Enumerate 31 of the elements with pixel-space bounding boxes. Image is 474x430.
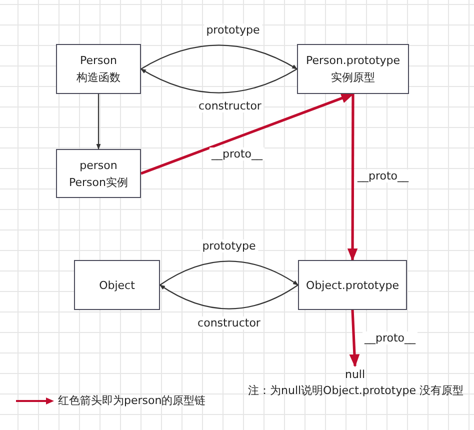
arrow (349, 310, 360, 368)
arrow (96, 94, 101, 150)
class-box (297, 44, 409, 94)
arrow (347, 94, 358, 262)
node-label: Person (80, 53, 117, 69)
node-label: 实例原型 (331, 70, 375, 86)
edge-label: __proto__ (362, 332, 418, 344)
edge-label: prototype (200, 240, 258, 252)
node-label: Person实例 (69, 174, 128, 190)
arrow (160, 284, 298, 310)
node-label: Object.prototype (306, 278, 399, 294)
node-label: Object (99, 278, 135, 294)
edge-label: constructor (196, 100, 264, 112)
arrow (140, 92, 354, 175)
node-label: person (80, 158, 118, 174)
edge-label: prototype (204, 24, 262, 36)
edge-label: __proto__ (355, 170, 411, 182)
class-box (56, 149, 141, 198)
node-label: 构造函数 (76, 70, 120, 86)
arrow (140, 68, 298, 94)
class-box (298, 260, 407, 310)
null-text: null (344, 366, 366, 382)
legend-text: 红色箭头即为person的原型链 (58, 393, 206, 408)
edge-label: __proto__ (209, 148, 265, 160)
edge-label: constructor (196, 316, 262, 330)
class-box (56, 44, 141, 94)
node-label: Person.prototype (306, 53, 400, 69)
arrow (140, 44, 298, 70)
arrow (160, 260, 298, 286)
class-box (74, 260, 160, 310)
note-text: 注：为null说明Object.prototype 没有原型 (248, 383, 464, 398)
